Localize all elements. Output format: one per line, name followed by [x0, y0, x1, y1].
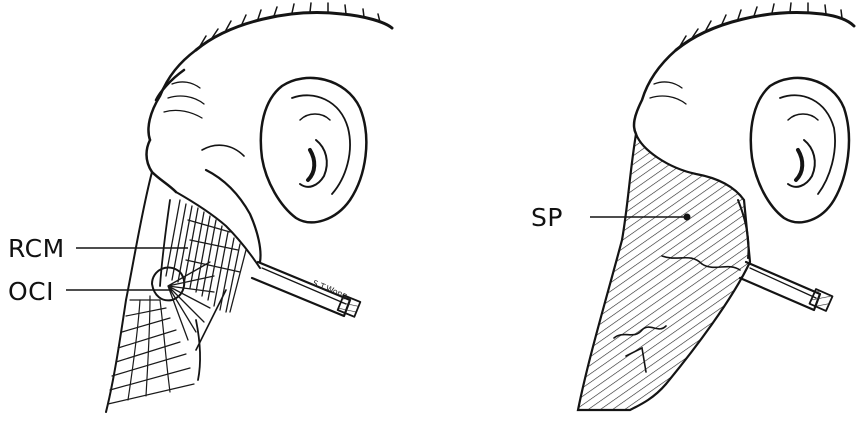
- head-neck-drawing-right: [428, 0, 857, 423]
- label-rcm: RCM: [8, 236, 65, 261]
- left-panel-suboccipital-muscles: S.T.Wong RCM OCI: [0, 0, 428, 423]
- label-sp: SP: [531, 205, 563, 230]
- label-oci: OCI: [8, 279, 54, 304]
- head-neck-drawing-left: S.T.Wong: [0, 0, 428, 423]
- splenius-muscle-region: [578, 134, 750, 410]
- right-panel-splenius: SP: [428, 0, 857, 423]
